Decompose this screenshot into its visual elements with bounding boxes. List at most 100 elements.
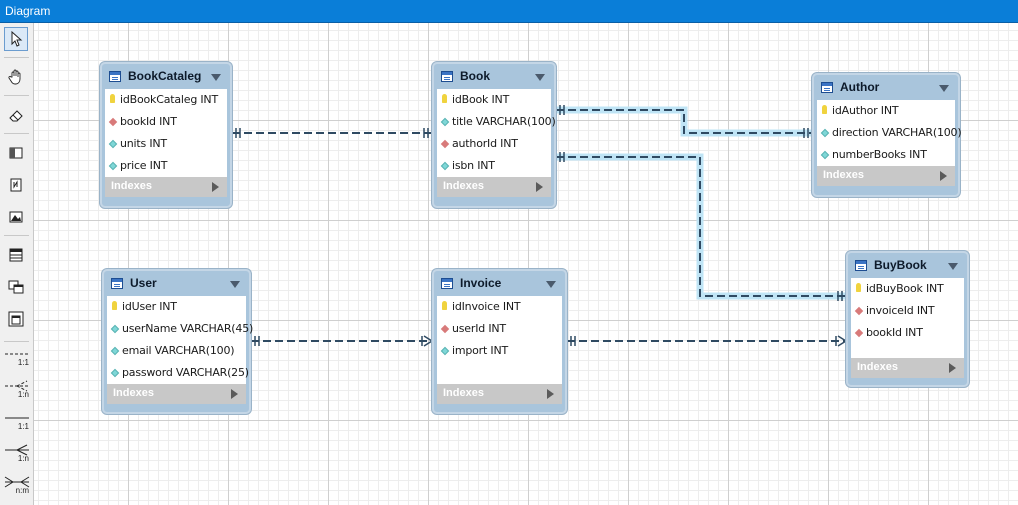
- foreign-key-icon: [440, 139, 450, 149]
- table-user[interactable]: User idUser INT userName VARCHAR(45) ema…: [102, 269, 253, 414]
- column-row[interactable]: authorId INT: [437, 133, 551, 155]
- primary-key-icon: [110, 94, 115, 103]
- select-pointer-icon[interactable]: [4, 27, 28, 51]
- table-columns: idBookCataleg INT bookId INT units INT p…: [105, 89, 227, 177]
- table-name: BuyBook: [874, 258, 927, 272]
- relationship-1-1-non-identifying-tool[interactable]: 1:1: [3, 345, 31, 373]
- table-header[interactable]: BuyBook: [852, 255, 963, 277]
- column-row[interactable]: price INT: [105, 155, 227, 177]
- hand-icon[interactable]: [4, 65, 28, 89]
- table-name: Author: [840, 80, 880, 94]
- relationship-n-m-identifying-tool[interactable]: n:m: [3, 473, 31, 501]
- routine-group-icon[interactable]: [4, 307, 28, 331]
- column-label: idInvoice INT: [452, 300, 521, 313]
- indexes-section[interactable]: Indexes: [437, 384, 562, 404]
- collapse-arrow-icon[interactable]: [211, 74, 221, 81]
- table-bookcataleg[interactable]: BookCataleg idBookCataleg INT bookId INT…: [100, 62, 232, 208]
- note-icon[interactable]: [4, 173, 28, 197]
- layer-icon[interactable]: [4, 141, 28, 165]
- view-icon[interactable]: [4, 275, 28, 299]
- table-header[interactable]: Invoice: [438, 273, 561, 295]
- table-author[interactable]: Author idAuthor INT direction VARCHAR(10…: [812, 73, 962, 197]
- table-columns: idUser INT userName VARCHAR(45) email VA…: [107, 296, 253, 384]
- table-buybook[interactable]: BuyBook idBuyBook INT invoiceId INT book…: [846, 251, 969, 387]
- indexes-section[interactable]: Indexes: [437, 177, 551, 197]
- column-label: email VARCHAR(100): [122, 344, 235, 357]
- collapse-arrow-icon[interactable]: [939, 85, 949, 92]
- indexes-label: Indexes: [857, 361, 898, 373]
- relationship-tool-label: n:m: [15, 486, 29, 495]
- expand-arrow-icon[interactable]: [547, 389, 554, 399]
- eraser-icon[interactable]: [4, 103, 28, 127]
- indexes-section[interactable]: Indexes: [851, 358, 964, 378]
- expand-arrow-icon[interactable]: [536, 182, 543, 192]
- expand-arrow-icon[interactable]: [212, 182, 219, 192]
- column-row[interactable]: invoiceId INT: [851, 300, 964, 322]
- column-icon: [108, 139, 118, 149]
- column-label: isbn INT: [452, 159, 495, 172]
- foreign-key-icon: [854, 328, 864, 338]
- table-name: BookCataleg: [128, 69, 202, 83]
- column-row[interactable]: numberBooks INT: [817, 144, 955, 166]
- column-label: idBookCataleg INT: [120, 93, 218, 106]
- image-icon[interactable]: [4, 205, 28, 229]
- column-icon: [110, 324, 120, 334]
- collapse-arrow-icon[interactable]: [948, 263, 958, 270]
- table-header[interactable]: BookCataleg: [106, 66, 226, 88]
- column-label: idBook INT: [452, 93, 510, 106]
- column-row[interactable]: idAuthor INT: [817, 100, 955, 122]
- collapse-arrow-icon[interactable]: [546, 281, 556, 288]
- primary-key-icon: [112, 301, 117, 310]
- indexes-section[interactable]: Indexes: [105, 177, 227, 197]
- column-row[interactable]: email VARCHAR(100): [107, 340, 246, 362]
- column-row[interactable]: idInvoice INT: [437, 296, 562, 318]
- relationship-1-n-non-identifying-tool[interactable]: 1:n: [3, 377, 31, 405]
- indexes-section[interactable]: Indexes: [817, 166, 955, 186]
- column-row[interactable]: password VARCHAR(25): [107, 362, 249, 384]
- column-icon: [440, 346, 450, 356]
- column-row[interactable]: idUser INT: [107, 296, 246, 318]
- column-row[interactable]: idBuyBook INT: [851, 278, 964, 300]
- indexes-label: Indexes: [113, 387, 154, 399]
- relationship-book-buybook[interactable]: [556, 152, 846, 301]
- table-icon[interactable]: [4, 243, 28, 267]
- relationship-bookcataleg-book[interactable]: [232, 128, 432, 138]
- table-name: Book: [460, 69, 490, 83]
- column-label: idBuyBook INT: [866, 282, 944, 295]
- indexes-label: Indexes: [823, 169, 864, 181]
- column-row[interactable]: units INT: [105, 133, 227, 155]
- relationship-1-1-identifying-tool[interactable]: 1:1: [3, 409, 31, 437]
- table-header[interactable]: Author: [818, 77, 954, 99]
- relationship-user-invoice[interactable]: [251, 335, 434, 347]
- table-icon: [821, 82, 833, 93]
- column-row[interactable]: import INT: [437, 340, 562, 362]
- table-book[interactable]: Book idBook INT title VARCHAR(100) autho…: [432, 62, 556, 208]
- column-row[interactable]: isbn INT: [437, 155, 551, 177]
- column-label: bookId INT: [120, 115, 177, 128]
- table-header[interactable]: Book: [438, 66, 550, 88]
- column-row[interactable]: userId INT: [437, 318, 562, 340]
- table-icon: [109, 71, 121, 82]
- expand-arrow-icon[interactable]: [949, 363, 956, 373]
- column-row[interactable]: title VARCHAR(100): [437, 111, 556, 133]
- table-icon: [441, 71, 453, 82]
- collapse-arrow-icon[interactable]: [230, 281, 240, 288]
- indexes-section[interactable]: Indexes: [107, 384, 246, 404]
- expand-arrow-icon[interactable]: [231, 389, 238, 399]
- column-label: userId INT: [452, 322, 506, 335]
- relationship-tool-label: 1:1: [17, 422, 29, 431]
- relationship-book-author[interactable]: [556, 105, 812, 138]
- column-row[interactable]: direction VARCHAR(100): [817, 122, 962, 144]
- table-header[interactable]: User: [108, 273, 245, 295]
- relationship-invoice-buybook[interactable]: [567, 335, 848, 347]
- column-row[interactable]: bookId INT: [105, 111, 227, 133]
- column-icon: [110, 368, 120, 378]
- column-row[interactable]: bookId INT: [851, 322, 964, 344]
- column-row[interactable]: idBookCataleg INT: [105, 89, 227, 111]
- table-invoice[interactable]: Invoice idInvoice INT userId INT import …: [432, 269, 567, 414]
- relationship-1-n-identifying-tool[interactable]: 1:n: [3, 441, 31, 469]
- column-row[interactable]: userName VARCHAR(45): [107, 318, 253, 340]
- column-row[interactable]: idBook INT: [437, 89, 551, 111]
- expand-arrow-icon[interactable]: [940, 171, 947, 181]
- collapse-arrow-icon[interactable]: [535, 74, 545, 81]
